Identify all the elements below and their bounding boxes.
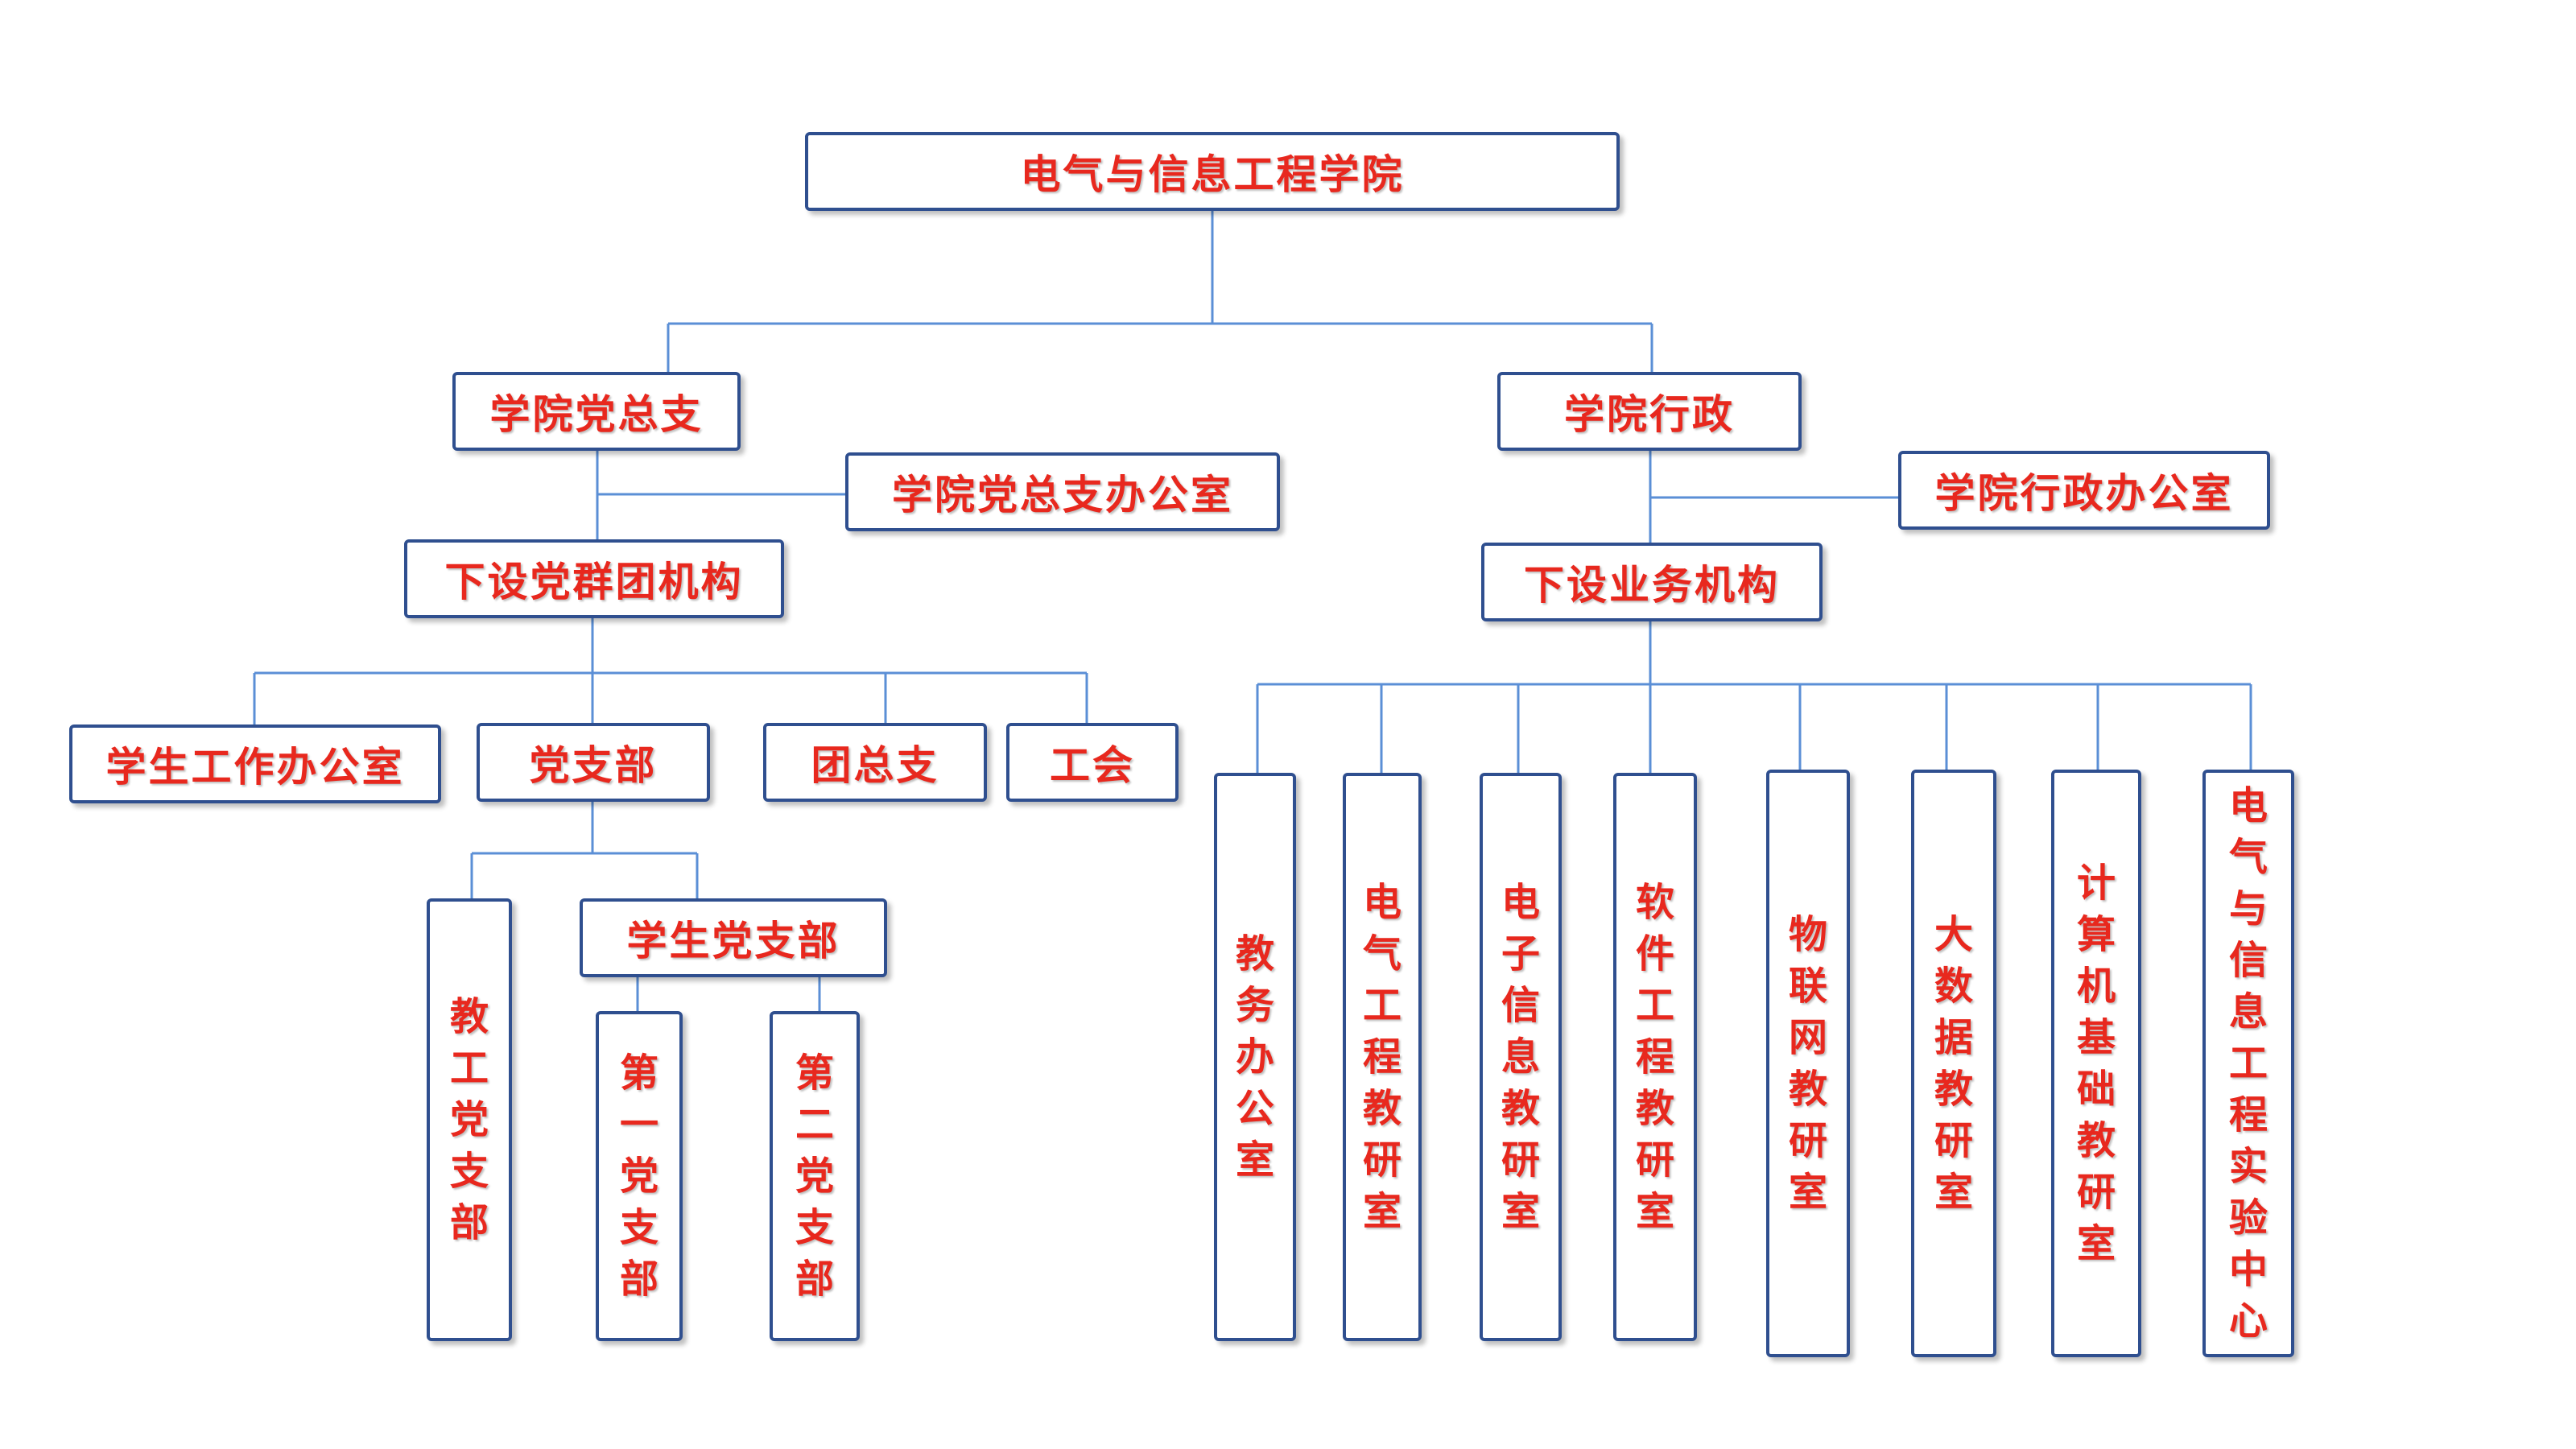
party-office-node: 学院党总支办公室 xyxy=(845,452,1280,531)
faculty-branch-node: 教工党支部 xyxy=(427,898,512,1341)
vertical-label: 第二党支部 xyxy=(795,1051,834,1302)
admin-label: 学院行政 xyxy=(1564,391,1735,438)
party-node: 学院党总支 xyxy=(452,372,741,451)
party-unit-youth-league: 团总支 xyxy=(763,723,987,802)
admin-sub-label: 下设业务机构 xyxy=(1524,562,1780,609)
vertical-label: 电气工程教研室 xyxy=(1362,880,1402,1234)
party-unit-label: 工会 xyxy=(1050,742,1135,789)
party-unit-label: 团总支 xyxy=(811,742,939,789)
admin-unit-computer-basics: 计算机基础教研室 xyxy=(2051,770,2141,1357)
party-office-label: 学院党总支办公室 xyxy=(892,472,1233,518)
admin-unit-electronic-info: 电子信息教研室 xyxy=(1480,773,1562,1341)
party-sub-node: 下设党群团机构 xyxy=(404,539,784,618)
party-unit-branch: 党支部 xyxy=(477,723,710,802)
vertical-label: 软件工程教研室 xyxy=(1635,880,1674,1234)
student-branch-first: 第一党支部 xyxy=(596,1011,683,1341)
vertical-label: 教工党支部 xyxy=(449,994,489,1245)
admin-unit-big-data: 大数据教研室 xyxy=(1911,770,1996,1357)
root-label: 电气与信息工程学院 xyxy=(1020,151,1405,198)
student-branch-second: 第二党支部 xyxy=(770,1011,860,1341)
vertical-label: 大数据教研室 xyxy=(1934,912,1973,1215)
party-label: 学院党总支 xyxy=(489,391,704,438)
vertical-label: 教务办公室 xyxy=(1235,931,1274,1183)
student-branch-label: 学生党支部 xyxy=(626,918,840,964)
admin-node: 学院行政 xyxy=(1497,372,1802,451)
party-unit-union: 工会 xyxy=(1006,723,1179,802)
root-node: 电气与信息工程学院 xyxy=(805,132,1620,211)
admin-unit-iot: 物联网教研室 xyxy=(1766,770,1850,1357)
admin-office-label: 学院行政办公室 xyxy=(1934,470,2234,517)
party-unit-label: 党支部 xyxy=(529,742,658,789)
party-unit-student-affairs: 学生工作办公室 xyxy=(69,724,441,803)
admin-unit-software-eng: 软件工程教研室 xyxy=(1613,773,1697,1341)
vertical-label: 电子信息教研室 xyxy=(1501,880,1540,1234)
admin-sub-node: 下设业务机构 xyxy=(1481,543,1823,621)
vertical-label: 计算机基础教研室 xyxy=(2076,861,2116,1266)
vertical-label: 第一党支部 xyxy=(619,1051,658,1302)
admin-unit-electrical-eng: 电气工程教研室 xyxy=(1343,773,1422,1341)
admin-unit-lab-center: 电气与信息工程实验中心 xyxy=(2202,770,2294,1357)
admin-unit-academic-affairs: 教务办公室 xyxy=(1214,773,1296,1341)
party-sub-label: 下设党群团机构 xyxy=(444,559,744,605)
vertical-label: 物联网教研室 xyxy=(1788,912,1827,1215)
student-branch-node: 学生党支部 xyxy=(580,898,887,977)
party-unit-label: 学生工作办公室 xyxy=(105,744,405,791)
admin-office-node: 学院行政办公室 xyxy=(1898,451,2270,530)
vertical-label: 电气与信息工程实验中心 xyxy=(2228,783,2268,1344)
